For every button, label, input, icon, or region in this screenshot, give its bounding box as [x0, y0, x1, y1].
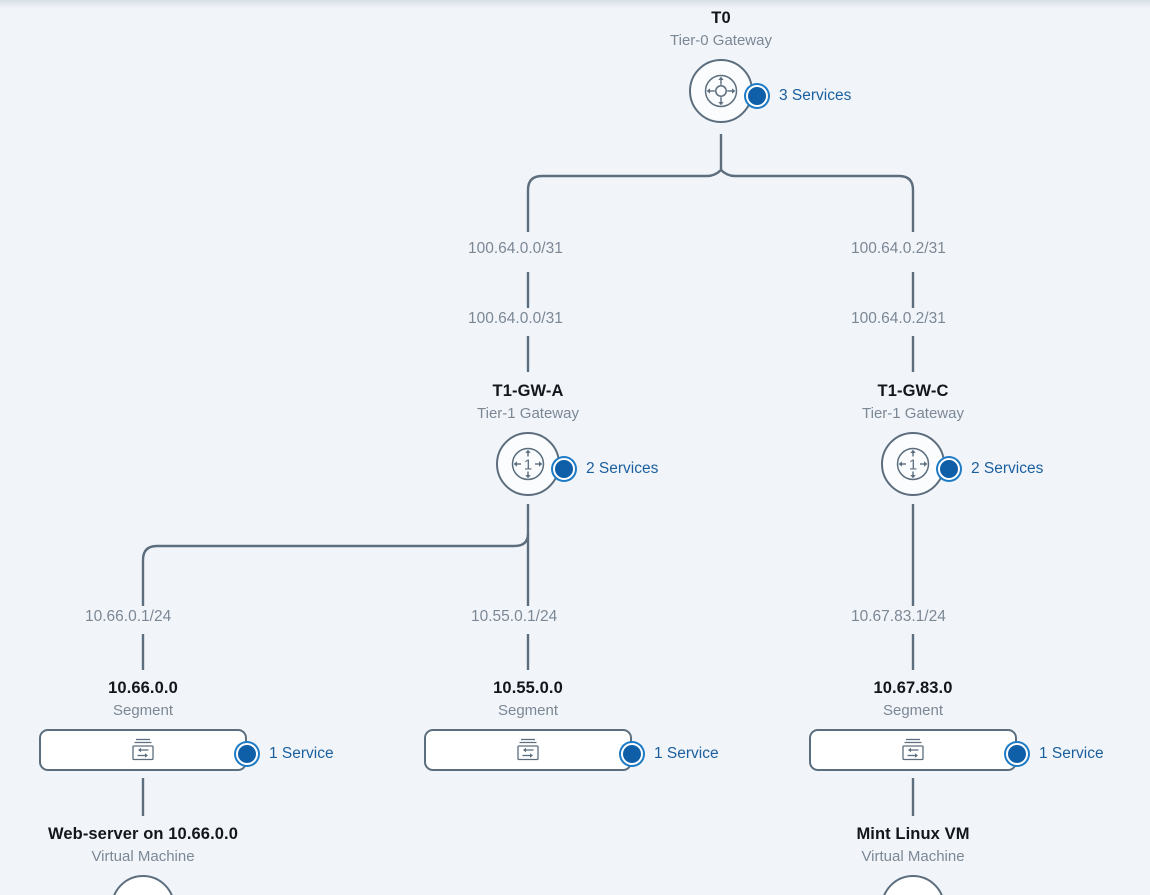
segment-10-66-0-0-box[interactable]: [39, 729, 247, 771]
node-segment-10-66-0-0-subtitle: Segment: [112, 702, 174, 719]
segment-10-67-83-0-box[interactable]: [809, 729, 1017, 771]
node-vm-mint-linux-subtitle: Virtual Machine: [861, 848, 965, 865]
segment-10-66-0-0-services-badge[interactable]: 1 Service: [236, 743, 334, 765]
segment-10-55-0-0-box[interactable]: [424, 729, 632, 771]
node-t1-gw-c-title: T1-GW-C: [877, 382, 949, 400]
tier0-gateway-circle[interactable]: [689, 59, 753, 123]
t1-gw-c-services-badge[interactable]: 2 Services: [938, 458, 1043, 480]
tier1-gateway-a-circle[interactable]: 1: [496, 432, 560, 496]
segment-10-55-0-0-services-label: 1 Service: [654, 745, 719, 762]
node-segment-10-66-0-0-title: 10.66.0.0: [108, 679, 178, 697]
tier1-gateway-c-circle[interactable]: 1: [881, 432, 945, 496]
segment-switch-icon: [902, 738, 924, 761]
node-t1-gw-a-title: T1-GW-A: [492, 382, 564, 400]
tier1-router-icon: 1: [511, 447, 545, 481]
edge-label-t0-t1a-lower: 100.64.0.0/31: [468, 310, 563, 327]
service-dot-icon: [1006, 743, 1028, 765]
segment-10-55-0-0-services-badge[interactable]: 1 Service: [621, 743, 719, 765]
node-vm-mint-linux[interactable]: Mint Linux VM Virtual Machine: [763, 824, 1063, 895]
node-segment-10-67-83-0[interactable]: 10.67.83.0 Segment: [763, 678, 1063, 771]
node-segment-10-55-0-0-subtitle: Segment: [497, 702, 559, 719]
segment-10-66-0-0-services-label: 1 Service: [269, 745, 334, 762]
segment-10-67-83-0-services-label: 1 Service: [1039, 745, 1104, 762]
node-t1-gw-c[interactable]: T1-GW-C Tier-1 Gateway 1: [763, 381, 1063, 496]
segment-10-67-83-0-services-badge[interactable]: 1 Service: [1006, 743, 1104, 765]
node-t0-title: T0: [711, 9, 731, 27]
segment-switch-icon: [517, 738, 539, 761]
node-vm-web-server[interactable]: Web-server on 10.66.0.0 Virtual Machine: [0, 824, 293, 895]
node-vm-web-server-subtitle: Virtual Machine: [91, 848, 195, 865]
edge-label-t0-t1a-upper: 100.64.0.0/31: [468, 240, 563, 257]
node-segment-10-55-0-0[interactable]: 10.55.0.0 Segment: [378, 678, 678, 771]
service-dot-icon: [621, 743, 643, 765]
edge-label-t0-t1c-upper: 100.64.0.2/31: [851, 240, 946, 257]
svg-text:1: 1: [909, 457, 917, 474]
svg-text:1: 1: [524, 457, 532, 474]
node-t1-gw-a[interactable]: T1-GW-A Tier-1 Gateway 1: [378, 381, 678, 496]
node-segment-10-55-0-0-title: 10.55.0.0: [493, 679, 563, 697]
edge-t1a-to-seg66: [141, 533, 530, 606]
service-dot-icon: [553, 458, 575, 480]
edge-label-t1a-seg66: 10.66.0.1/24: [85, 608, 172, 625]
edge-label-t1c-seg67: 10.67.83.1/24: [851, 608, 946, 625]
edge-t0-to-t1a: [526, 169, 722, 232]
t0-services-label: 3 Services: [779, 87, 852, 104]
segment-switch-icon: [132, 738, 154, 761]
service-dot-icon: [746, 85, 768, 107]
edge-t0-to-t1c: [720, 169, 915, 232]
node-segment-10-67-83-0-title: 10.67.83.0: [873, 679, 953, 697]
node-t0-subtitle: Tier-0 Gateway: [670, 32, 772, 49]
edge-label-t1a-seg55: 10.55.0.1/24: [471, 608, 558, 625]
tier1-router-icon: 1: [896, 447, 930, 481]
node-vm-web-server-title: Web-server on 10.66.0.0: [47, 825, 238, 843]
t0-services-badge[interactable]: 3 Services: [746, 85, 851, 107]
service-dot-icon: [938, 458, 960, 480]
service-dot-icon: [236, 743, 258, 765]
t1-gw-c-services-label: 2 Services: [971, 460, 1044, 477]
tier0-router-icon: [704, 74, 738, 108]
node-segment-10-66-0-0[interactable]: 10.66.0.0 Segment: [0, 678, 293, 771]
edge-label-t0-t1c-lower: 100.64.0.2/31: [851, 310, 946, 327]
t1-gw-a-services-label: 2 Services: [586, 460, 659, 477]
node-vm-mint-linux-title: Mint Linux VM: [856, 825, 970, 843]
node-t1-gw-a-subtitle: Tier-1 Gateway: [477, 405, 579, 422]
vm-mint-linux-circle[interactable]: [881, 875, 945, 895]
vm-web-server-circle[interactable]: [111, 875, 175, 895]
node-t1-gw-c-subtitle: Tier-1 Gateway: [862, 405, 964, 422]
node-segment-10-67-83-0-subtitle: Segment: [882, 702, 944, 719]
t1-gw-a-services-badge[interactable]: 2 Services: [553, 458, 658, 480]
